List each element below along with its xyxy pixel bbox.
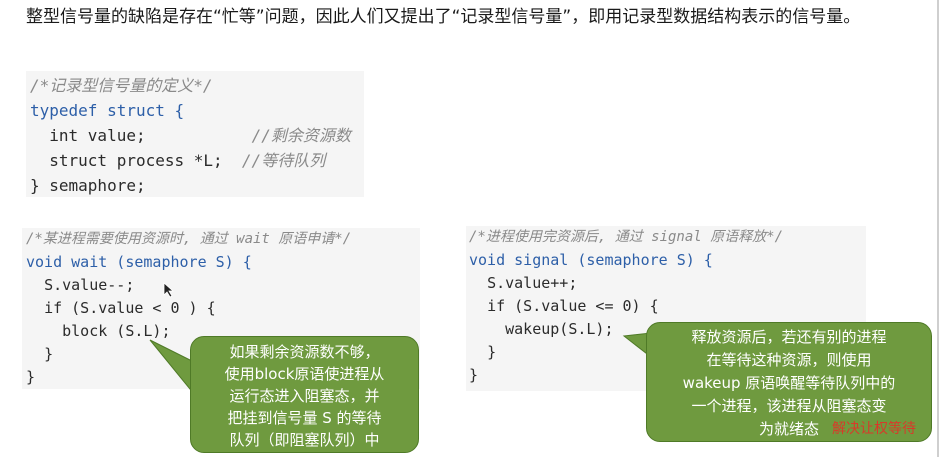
wait-inner-close: }: [44, 345, 54, 363]
callout-right: 释放资源后，若还有别的进程 在等待这种资源，则使用 wakeup 原语唤醒等待队…: [646, 322, 932, 442]
signal-if-line: if (S.value <= 0) {: [466, 295, 866, 318]
wait-signature: void wait (semaphore S) {: [26, 253, 252, 271]
wait-if: if (S.value < 0 ) {: [44, 299, 216, 317]
mouse-cursor-icon: [163, 282, 175, 298]
signal-close-line: }: [469, 366, 479, 384]
process-comment: //等待队列: [241, 151, 326, 170]
callout-right-text: 释放资源后，若还有别的进程 在等待这种资源，则使用 wakeup 原语唤醒等待队…: [682, 328, 896, 438]
wait-block-call: block (S.L);: [62, 322, 171, 340]
watermark-text: 解决让权等待: [832, 421, 916, 437]
signal-signature: void signal (semaphore S) {: [469, 251, 713, 269]
signal-increment-line: S.value++;: [466, 272, 866, 295]
struct-process-line: struct process *L; //等待队列: [26, 148, 364, 173]
value-decl: int value;: [49, 126, 146, 145]
callout-left-text: 如果剩余资源数不够， 使用block原语使进程从 运行态进入阻塞态，并 把挂到信…: [224, 343, 385, 449]
signal-comment: /*进程使用完资源后, 通过 signal 原语释放*/: [469, 229, 784, 245]
value-comment: //剩余资源数: [251, 126, 351, 145]
wait-decrement: S.value--;: [44, 276, 135, 294]
struct-typedef-line: typedef struct {: [26, 98, 364, 123]
wait-decrement-line: S.value--;: [22, 274, 420, 297]
process-decl: struct process *L;: [49, 151, 223, 170]
intro-paragraph: 整型信号量的缺陷是存在“忙等”问题，因此人们又提出了“记录型信号量”，即用记录型…: [26, 7, 861, 27]
struct-close-line: } semaphore;: [30, 176, 146, 195]
wait-inner-close-line: }: [22, 343, 420, 366]
callout-left: 如果剩余资源数不够， 使用block原语使进程从 运行态进入阻塞态，并 把挂到信…: [190, 336, 419, 453]
signal-if: if (S.value <= 0) {: [487, 297, 659, 315]
signal-signature-line: void signal (semaphore S) {: [466, 249, 866, 272]
wait-block-line: block (S.L);: [22, 320, 420, 343]
signal-inner-close-line: }: [466, 341, 866, 364]
signal-wakeup-call: wakeup(S.L);: [505, 320, 614, 338]
wait-signature-line: void wait (semaphore S) {: [22, 251, 420, 274]
wait-close-line: }: [26, 368, 36, 386]
right-edge-border: [937, 0, 939, 457]
signal-increment: S.value++;: [487, 274, 578, 292]
signal-inner-close: }: [487, 343, 497, 361]
wait-comment: /*某进程需要使用资源时, 通过 wait 原语申请*/: [26, 231, 352, 247]
struct-value-line: int value; //剩余资源数: [26, 123, 364, 148]
wait-if-line: if (S.value < 0 ) {: [22, 297, 420, 320]
typedef-line-text: typedef struct {: [30, 101, 185, 120]
signal-wakeup-line: wakeup(S.L);: [466, 318, 866, 341]
struct-comment: /*记录型信号量的定义*/: [30, 76, 213, 95]
struct-code-block: /*记录型信号量的定义*/ typedef struct { int value…: [26, 71, 364, 197]
